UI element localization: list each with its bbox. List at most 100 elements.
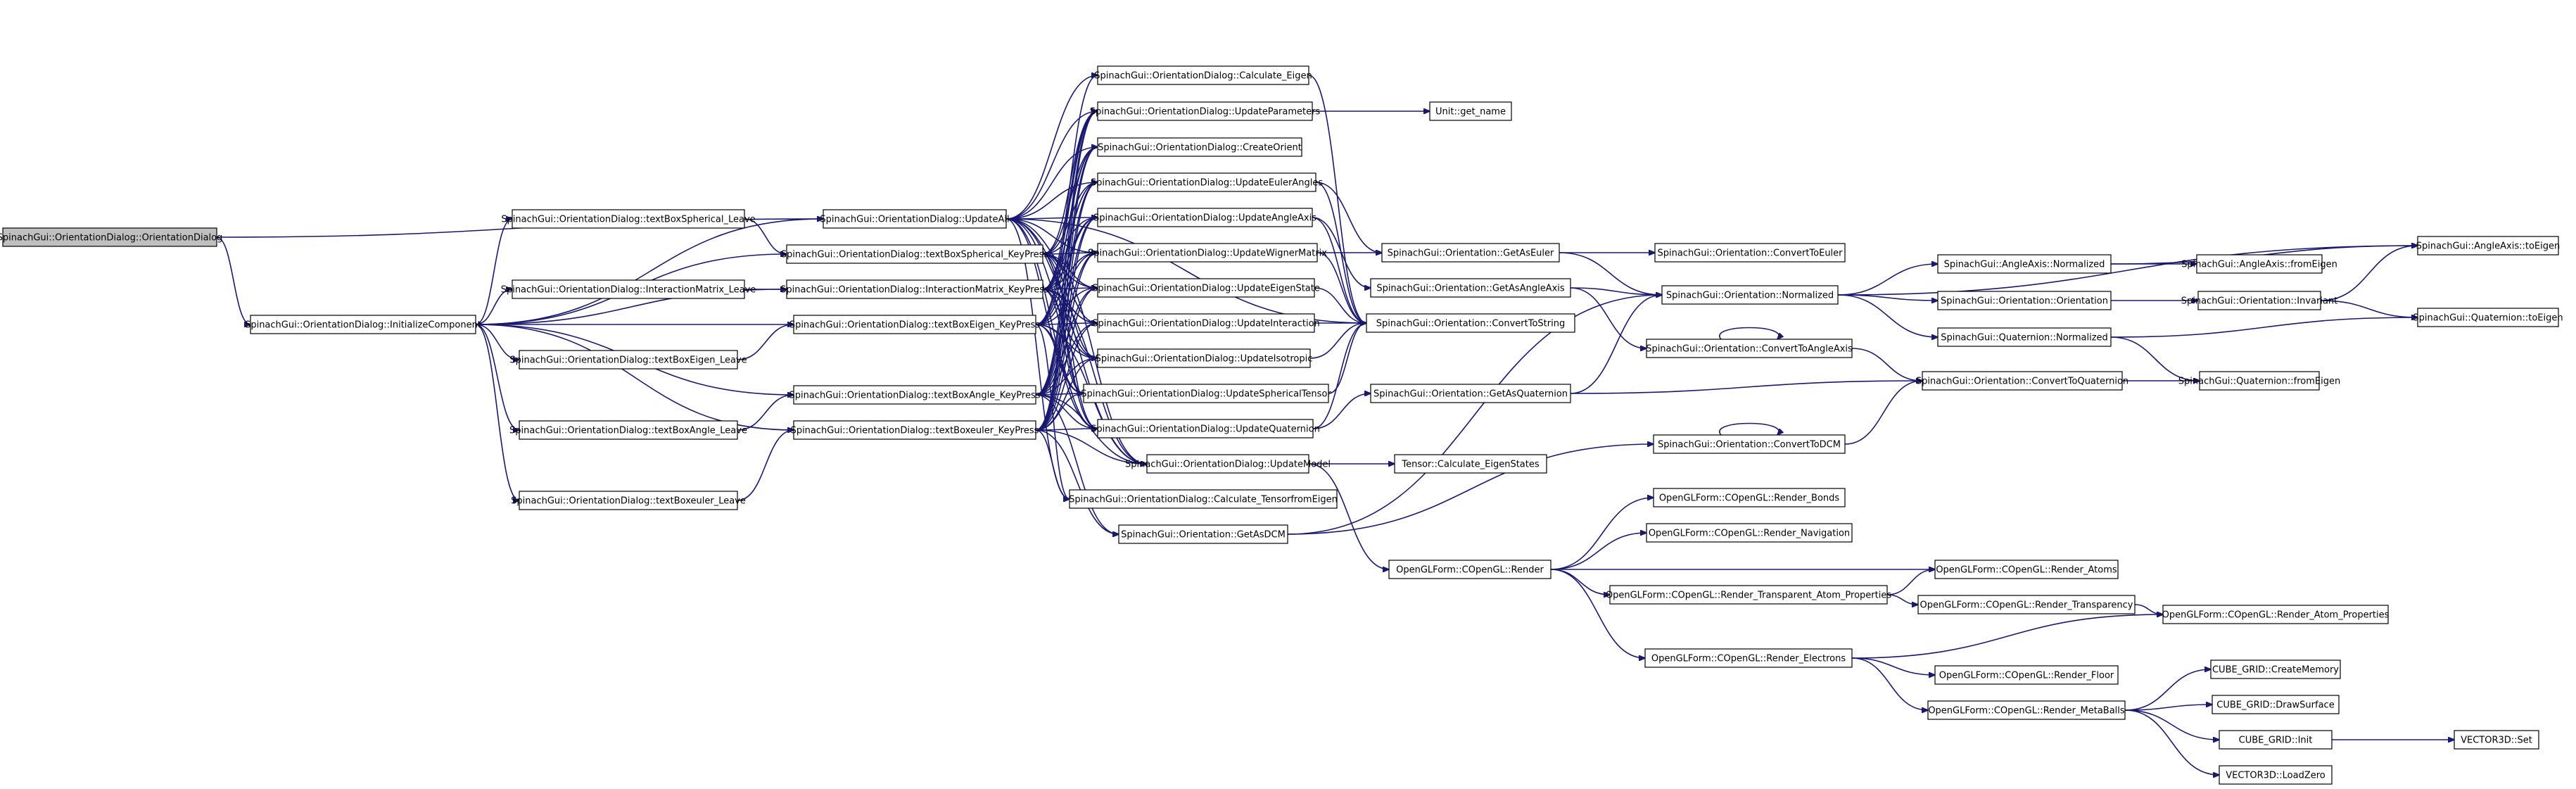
- node-cube-draw[interactable]: CUBE_GRID::DrawSurface: [2212, 695, 2340, 714]
- node-q-to-eigen[interactable]: SpinachGui::Quaternion::toEigen: [2413, 308, 2563, 327]
- node-box: [1097, 65, 1309, 85]
- node-tb-eul-key[interactable]: SpinachGui::OrientationDialog::textBoxeu…: [791, 420, 1039, 440]
- node-box: [1069, 489, 1338, 509]
- node-cube-create[interactable]: CUBE_GRID::CreateMemory: [2210, 659, 2341, 679]
- node-conv-to-quat[interactable]: SpinachGui::Orientation::ConvertToQuater…: [1916, 371, 2128, 391]
- call-edge: [1559, 252, 1662, 295]
- node-create-orient[interactable]: SpinachGui::OrientationDialog::CreateOri…: [1097, 137, 1302, 157]
- node-aa-to-eigen[interactable]: SpinachGui::AngleAxis::toEigen: [2416, 236, 2560, 255]
- node-label: SpinachGui::AngleAxis::Normalized: [1944, 260, 2105, 270]
- node-init[interactable]: SpinachGui::OrientationDialog::Initializ…: [245, 315, 481, 334]
- node-conv-to-dcm[interactable]: SpinachGui::Orientation::ConvertToDCM: [1653, 434, 1846, 454]
- node-tb-eul-leave[interactable]: SpinachGui::OrientationDialog::textBoxeu…: [511, 491, 746, 510]
- node-box: [793, 420, 1036, 440]
- node-upd-interaction[interactable]: SpinachGui::OrientationDialog::UpdateInt…: [1092, 313, 1320, 333]
- node-upd-eig-state[interactable]: SpinachGui::OrientationDialog::UpdateEig…: [1092, 278, 1320, 298]
- node-tb-eig-leave[interactable]: SpinachGui::OrientationDialog::textBoxEi…: [509, 350, 747, 370]
- node-box: [1388, 560, 1552, 579]
- node-render-meta[interactable]: OpenGLForm::COpenGL::Render_MetaBalls: [1927, 700, 2126, 720]
- node-get-as-quat[interactable]: SpinachGui::Orientation::GetAsQuaternion: [1370, 384, 1571, 403]
- node-im-key[interactable]: SpinachGui::OrientationDialog::Interacti…: [780, 279, 1049, 299]
- node-box: [1653, 434, 1846, 454]
- call-edge: [1316, 252, 1366, 323]
- node-render-transp[interactable]: OpenGLForm::COpenGL::Render_Transparency: [1917, 595, 2136, 614]
- node-label: SpinachGui::Orientation::GetAsDCM: [1121, 530, 1286, 541]
- node-label: Tensor::Calculate_EigenStates: [1401, 460, 1540, 470]
- node-upd-angle-axis[interactable]: SpinachGui::OrientationDialog::UpdateAng…: [1093, 208, 1316, 227]
- node-upd-iso[interactable]: SpinachGui::OrientationDialog::UpdateIso…: [1096, 348, 1313, 368]
- node-label: SpinachGui::OrientationDialog::Calculate…: [1094, 71, 1312, 82]
- node-box: [1381, 243, 1560, 263]
- node-tb-eig-key[interactable]: SpinachGui::OrientationDialog::textBoxEi…: [789, 315, 1041, 334]
- node-upd-sph-tensor[interactable]: SpinachGui::OrientationDialog::UpdateSph…: [1081, 384, 1331, 403]
- node-vec-load-zero[interactable]: VECTOR3D::LoadZero: [2219, 765, 2333, 785]
- call-edge: [1035, 323, 1098, 431]
- node-vec-set[interactable]: VECTOR3D::Set: [2454, 730, 2539, 750]
- node-calc-eig[interactable]: SpinachGui::OrientationDialog::Calculate…: [1094, 65, 1312, 85]
- node-tb-sph-leave[interactable]: SpinachGui::OrientationDialog::textBoxSp…: [501, 209, 756, 229]
- node-calc-eig-states[interactable]: Tensor::Calculate_EigenStates: [1394, 454, 1547, 474]
- node-get-name[interactable]: Unit::get_name: [1429, 101, 1512, 121]
- call-edge: [1844, 381, 1922, 445]
- call-edge: [2110, 336, 2200, 381]
- node-render-nav[interactable]: OpenGLForm::COpenGL::Render_Navigation: [1646, 523, 1853, 543]
- node-box: [2197, 291, 2321, 310]
- node-tb-sph-key[interactable]: SpinachGui::OrientationDialog::textBoxSp…: [781, 244, 1049, 264]
- call-edge: [1570, 287, 1647, 348]
- node-upd-model[interactable]: SpinachGui::OrientationDialog::UpdateMod…: [1125, 454, 1331, 474]
- node-render-electrons[interactable]: OpenGLForm::COpenGL::Render_Electrons: [1644, 648, 1853, 668]
- node-o-normalized[interactable]: SpinachGui::Orientation::Normalized: [1661, 285, 1839, 305]
- node-render-atoms[interactable]: OpenGLForm::COpenGL::Render_Atoms: [1934, 560, 2119, 579]
- call-edge: [1315, 182, 1382, 253]
- node-upd-params[interactable]: SpinachGui::OrientationDialog::UpdatePar…: [1090, 101, 1321, 121]
- call-edge: [1851, 614, 2163, 659]
- node-tb-ang-key[interactable]: SpinachGui::OrientationDialog::textBoxAn…: [789, 385, 1041, 405]
- node-upd-all[interactable]: SpinachGui::OrientationDialog::UpdateAll: [820, 209, 1010, 229]
- call-edge: [737, 324, 794, 360]
- node-label: SpinachGui::Orientation::GetAsQuaternion: [1373, 389, 1568, 400]
- node-conv-to-string[interactable]: SpinachGui::Orientation::ConvertToString: [1366, 313, 1575, 333]
- node-upd-wigner[interactable]: SpinachGui::OrientationDialog::UpdateWig…: [1088, 243, 1327, 263]
- call-edge: [1837, 294, 1938, 301]
- node-box: [793, 315, 1036, 334]
- node-q-normalized[interactable]: SpinachGui::Quaternion::Normalized: [1937, 327, 2112, 347]
- node-conv-to-euler[interactable]: SpinachGui::Orientation::ConvertToEuler: [1654, 243, 1846, 263]
- node-conv-to-angle-axis[interactable]: SpinachGui::Orientation::ConvertToAngleA…: [1646, 339, 1853, 358]
- node-box: [1917, 595, 2136, 614]
- node-get-as-dcm[interactable]: SpinachGui::Orientation::GetAsDCM: [1118, 524, 1288, 544]
- call-edge: [1005, 75, 1098, 220]
- node-upd-quat[interactable]: SpinachGui::OrientationDialog::UpdateQua…: [1091, 419, 1320, 438]
- node-tb-ang-leave[interactable]: SpinachGui::OrientationDialog::textBoxAn…: [509, 420, 747, 440]
- node-aa-from-eigen[interactable]: SpinachGui::AngleAxis::fromEigen: [2181, 254, 2337, 274]
- node-calc-tensor[interactable]: SpinachGui::OrientationDialog::Calculate…: [1069, 489, 1338, 509]
- call-edge: [1718, 327, 1779, 340]
- node-render-floor[interactable]: OpenGLForm::COpenGL::Render_Floor: [1934, 665, 2119, 685]
- node-get-as-euler[interactable]: SpinachGui::Orientation::GetAsEuler: [1381, 243, 1560, 263]
- node-orient-ctor[interactable]: SpinachGui::Orientation::Orientation: [1937, 291, 2112, 310]
- node-gl-render[interactable]: OpenGLForm::COpenGL::Render: [1388, 560, 1552, 579]
- node-render-bonds[interactable]: OpenGLForm::COpenGL::Render_Bonds: [1653, 488, 1846, 507]
- node-aa-normalized[interactable]: SpinachGui::AngleAxis::Normalized: [1937, 254, 2112, 274]
- node-render-tap[interactable]: OpenGLForm::COpenGL::Render_Transparent_…: [1606, 585, 1891, 605]
- node-get-as-angle-axis[interactable]: SpinachGui::Orientation::GetAsAngleAxis: [1370, 278, 1571, 298]
- node-im-leave[interactable]: SpinachGui::OrientationDialog::Interacti…: [501, 279, 756, 299]
- node-label: SpinachGui::AngleAxis::fromEigen: [2181, 260, 2337, 270]
- call-edge: [475, 324, 519, 430]
- node-box: [793, 385, 1036, 405]
- node-render-atom-props[interactable]: OpenGLForm::COpenGL::Render_Atom_Propert…: [2162, 605, 2390, 624]
- node-label: CUBE_GRID::DrawSurface: [2216, 700, 2334, 711]
- node-box: [1661, 285, 1839, 305]
- node-box: [1934, 560, 2119, 579]
- call-edge: [1886, 594, 1918, 605]
- node-cube-init[interactable]: CUBE_GRID::Init: [2219, 730, 2333, 750]
- node-upd-euler[interactable]: SpinachGui::OrientationDialog::UpdateEul…: [1091, 172, 1323, 192]
- call-edge: [1035, 217, 1098, 431]
- node-q-from-eigen[interactable]: SpinachGui::Quaternion::fromEigen: [2178, 371, 2340, 391]
- node-box: [1937, 327, 2112, 347]
- node-label: SpinachGui::OrientationDialog::UpdatePar…: [1090, 107, 1321, 118]
- node-label: SpinachGui::OrientationDialog::UpdateIso…: [1096, 354, 1313, 365]
- node-invariant[interactable]: SpinachGui::Orientation::Invariant: [2181, 291, 2338, 310]
- call-edge: [1314, 287, 1366, 323]
- node-root[interactable]: SpinachGui::OrientationDialog::Orientati…: [0, 227, 222, 247]
- call-edge: [475, 324, 519, 360]
